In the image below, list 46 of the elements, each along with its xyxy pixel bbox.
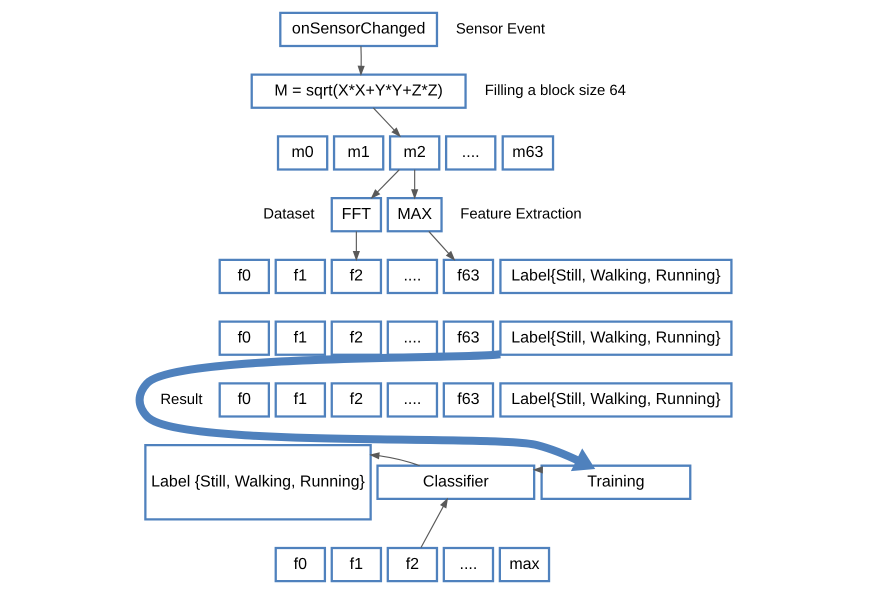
node-box: f2 [330,382,382,418]
node-box: .... [386,258,438,294]
node-box: f1 [274,382,326,418]
node-box: m1 [332,135,384,171]
node-box: Label{Still, Walking, Running} [498,258,732,294]
node-box: f0 [274,546,326,582]
node-box: f1 [330,546,382,582]
label: Result [160,392,202,408]
node-box: .... [442,546,494,582]
node-box: m63 [501,135,554,171]
node-box: .... [386,382,438,418]
node-box: f63 [442,382,494,418]
arrow [428,231,455,261]
label: Sensor Event [455,21,545,38]
node-box: f0 [218,258,270,294]
arrow [357,46,364,76]
node-box: M = sqrt(X*X+Y*Y+Z*Z) [250,73,466,109]
node-box: f2 [330,320,382,356]
arrow [368,452,420,466]
node-box: m2 [388,135,440,171]
node-box: MAX [386,196,442,232]
node-box: Label{Still, Walking, Running} [498,382,732,418]
node-box: f63 [442,258,494,294]
label: Dataset [262,206,314,223]
label: Filling a block size 64 [484,83,626,100]
node-box: Classifier [376,464,535,500]
node-box: f2 [386,546,438,582]
node-box: f1 [274,320,326,356]
arrow [370,169,400,200]
arrow [420,498,448,548]
node-box: f1 [274,258,326,294]
node-box: f2 [330,258,382,294]
node-box: m0 [276,135,328,171]
label: Feature Extraction [460,206,582,223]
arrow [372,108,401,138]
node-box: .... [444,135,496,171]
node-box: .... [386,320,438,356]
node-box: f0 [218,320,270,356]
node-box: max [498,546,550,582]
node-box: FFT [330,196,382,232]
node-box: f0 [218,382,270,418]
arrow [410,170,418,200]
node-box: Label {Still, Walking, Running} [144,444,372,521]
node-box: Label{Still, Walking, Running} [498,320,732,356]
node-box: onSensorChanged [278,12,438,48]
arrow [352,231,360,262]
